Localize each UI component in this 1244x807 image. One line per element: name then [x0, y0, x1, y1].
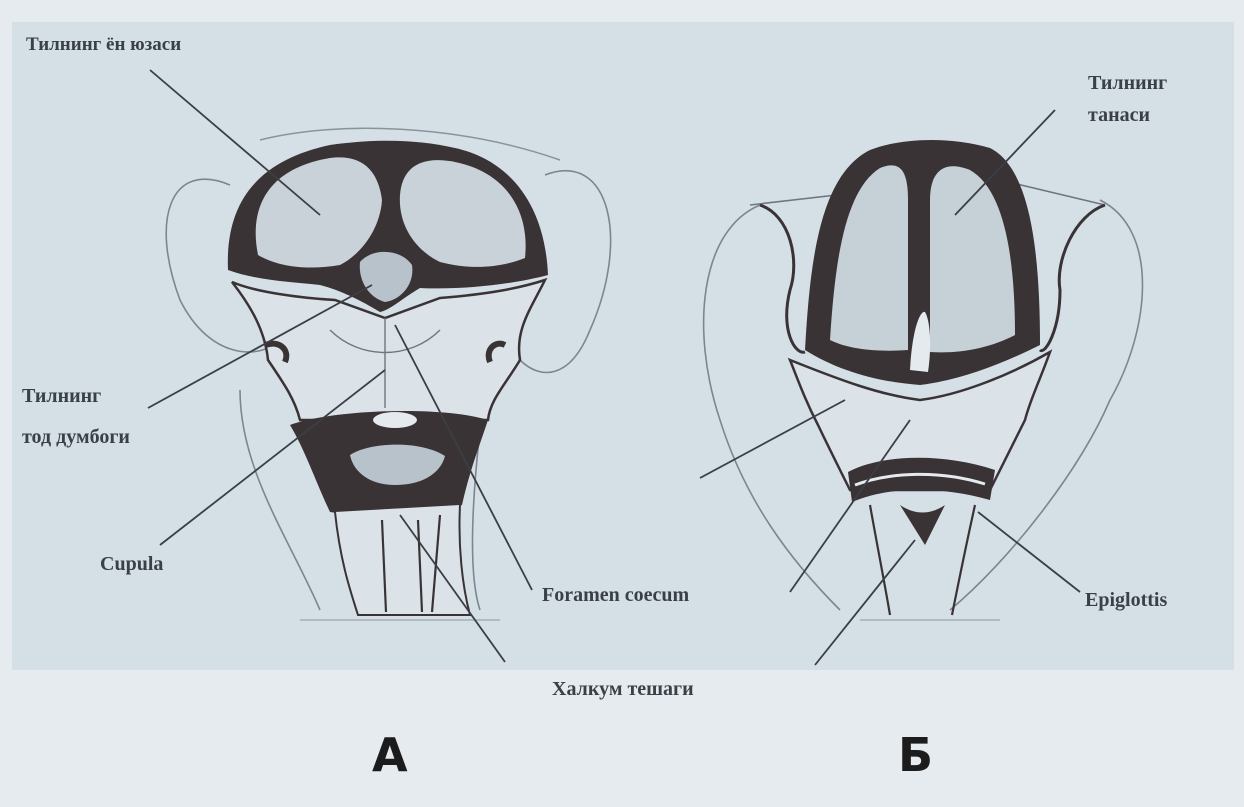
label-foramen-coecum: Foramen coecum — [542, 584, 689, 607]
label-pharynx: Халкум тешаги — [552, 678, 694, 701]
label-cupula: Cupula — [100, 553, 163, 576]
label-epiglottis: Epiglottis — [1085, 589, 1167, 612]
label-tongue-root-line2: тод думбоги — [22, 426, 130, 449]
panel-label-a: А — [372, 728, 408, 782]
label-tongue-body-line1: Тилнинг — [1088, 72, 1167, 95]
image-panel — [12, 22, 1234, 670]
label-tongue-root-line1: Тилнинг — [22, 385, 101, 408]
label-lateral-surface: Тилнинг ён юзаси — [26, 34, 181, 56]
panel-label-b: Б — [898, 728, 933, 782]
label-tongue-body-line2: танаси — [1088, 104, 1150, 127]
